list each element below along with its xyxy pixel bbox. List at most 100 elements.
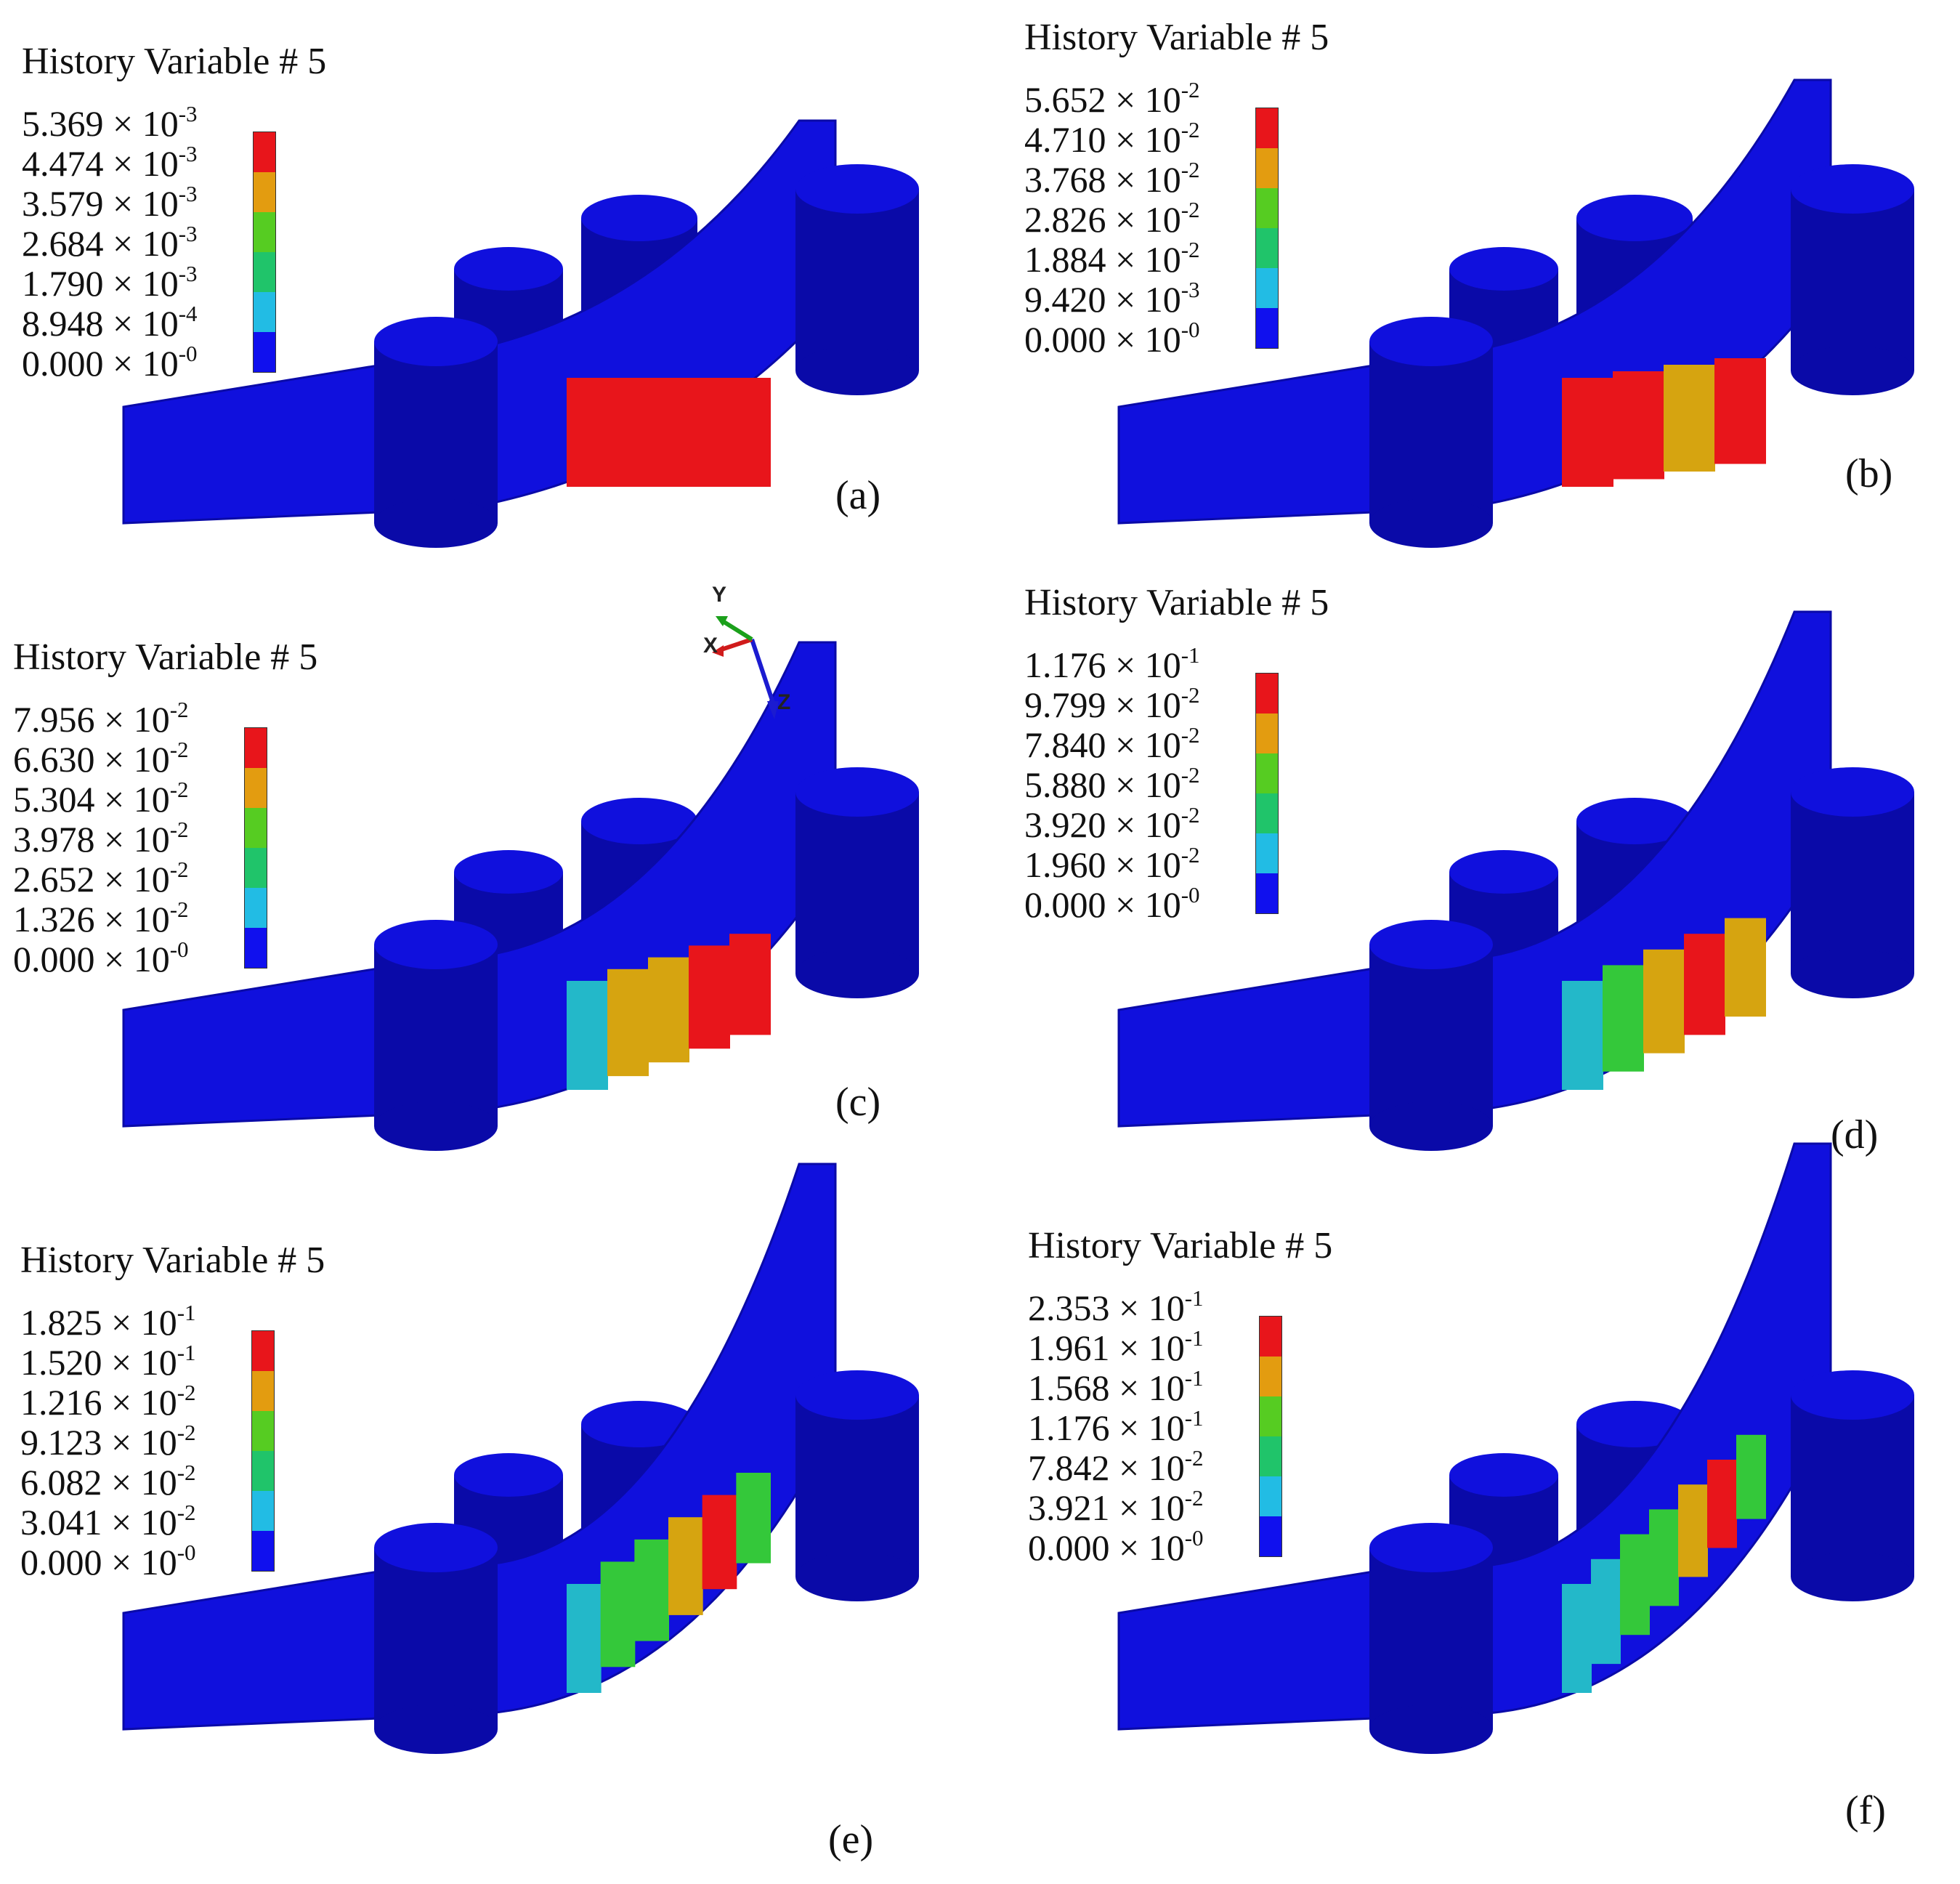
axis-y-label: Y <box>712 583 727 607</box>
legend-title: History Variable # 5 <box>1024 17 1329 58</box>
tick-exponent: -2 <box>1181 802 1200 828</box>
legend-tick-label: 8.948 × 10-4 <box>22 302 198 341</box>
legend-tick-label: 2.353 × 10-1 <box>1028 1287 1204 1326</box>
legend-tick-label: 0.000 × 10-0 <box>20 1541 196 1580</box>
tick-mantissa: 9.799 × 10 <box>1024 684 1181 725</box>
tick-mantissa: 0.000 × 10 <box>13 939 170 979</box>
stress-band <box>1684 934 1725 1035</box>
tick-mantissa: 3.768 × 10 <box>1024 159 1181 200</box>
colorbar-segment <box>245 848 267 888</box>
legend-tick-label: 7.840 × 10-2 <box>1024 724 1200 763</box>
panel-label-f: (f) <box>1845 1788 1886 1833</box>
tick-exponent: -2 <box>1181 117 1200 142</box>
tick-exponent: -1 <box>1184 1405 1204 1431</box>
stress-band <box>1620 1534 1650 1636</box>
colorbar <box>253 132 276 373</box>
stress-band <box>600 1561 636 1667</box>
colorbar-segment <box>1256 713 1278 753</box>
colorbar <box>1255 108 1279 349</box>
tick-exponent: -2 <box>1181 77 1200 102</box>
legend-tick-label: 3.579 × 10-3 <box>22 182 198 222</box>
tick-mantissa: 5.880 × 10 <box>1024 764 1181 805</box>
tick-mantissa: 2.652 × 10 <box>13 859 170 899</box>
panel-label-b: (b) <box>1845 451 1893 496</box>
tick-exponent: -2 <box>169 897 189 922</box>
tick-exponent: -1 <box>1184 1365 1204 1391</box>
tick-exponent: -3 <box>178 261 198 286</box>
legend-tick-label: 0.000 × 10-0 <box>1024 884 1200 923</box>
colorbar-segment <box>1256 228 1278 268</box>
tick-exponent: -0 <box>177 1540 196 1565</box>
tick-mantissa: 1.216 × 10 <box>20 1382 177 1423</box>
axis-triad: Y X Z <box>697 581 799 727</box>
tick-mantissa: 5.304 × 10 <box>13 779 170 820</box>
colorbar-segment <box>252 1451 274 1491</box>
legend-title: History Variable # 5 <box>20 1240 325 1281</box>
tick-mantissa: 9.123 × 10 <box>20 1422 177 1463</box>
legend-tick-label: 7.842 × 10-2 <box>1028 1447 1204 1486</box>
legend-tick-label: 1.176 × 10-1 <box>1028 1407 1204 1446</box>
legend-tick-label: 0.000 × 10-0 <box>1024 318 1200 357</box>
fe-model-d <box>1117 610 1914 1151</box>
legend-tick-label: 1.825 × 10-1 <box>20 1301 196 1341</box>
legend-tick-label: 3.921 × 10-2 <box>1028 1487 1204 1526</box>
stress-band <box>567 1584 602 1693</box>
colorbar-segment <box>1260 1317 1281 1357</box>
tick-exponent: -2 <box>169 817 189 842</box>
colorbar-segment <box>252 1531 274 1571</box>
legend-tick-label: 1.326 × 10-2 <box>13 898 189 937</box>
tick-exponent: -2 <box>1181 682 1200 708</box>
tick-exponent: -3 <box>1181 277 1200 302</box>
tick-mantissa: 7.840 × 10 <box>1024 724 1181 765</box>
panel-label-d: (d) <box>1831 1112 1879 1157</box>
legend-tick-label: 1.176 × 10-1 <box>1024 644 1200 683</box>
stress-band <box>1707 1460 1737 1548</box>
colorbar <box>1255 673 1279 914</box>
legend-title: History Variable # 5 <box>1024 582 1329 623</box>
tick-mantissa: 3.978 × 10 <box>13 819 170 860</box>
legend-tick-label: 1.961 × 10-1 <box>1028 1327 1204 1366</box>
tick-mantissa: 1.884 × 10 <box>1024 239 1181 280</box>
legend-tick-label: 2.652 × 10-2 <box>13 858 189 897</box>
tick-exponent: -1 <box>177 1300 196 1325</box>
colorbar-segment <box>1256 793 1278 833</box>
tick-mantissa: 2.826 × 10 <box>1024 199 1181 240</box>
tick-mantissa: 2.684 × 10 <box>22 223 179 264</box>
colorbar-segment <box>254 292 275 332</box>
colorbar-segment <box>254 332 275 372</box>
legend-tick-label: 3.978 × 10-2 <box>13 818 189 857</box>
fe-model-a <box>122 119 919 548</box>
stress-band <box>567 378 771 487</box>
tick-mantissa: 7.956 × 10 <box>13 699 170 740</box>
tick-mantissa: 3.579 × 10 <box>22 183 179 224</box>
tick-mantissa: 0.000 × 10 <box>22 343 179 384</box>
fe-model-c <box>122 641 919 1151</box>
tick-mantissa: 1.176 × 10 <box>1028 1407 1185 1448</box>
tick-exponent: -2 <box>169 737 189 762</box>
stress-band <box>702 1495 737 1590</box>
stress-band <box>1664 365 1715 472</box>
tick-exponent: -2 <box>1184 1485 1204 1511</box>
tick-mantissa: 0.000 × 10 <box>1028 1527 1185 1568</box>
legend-title: History Variable # 5 <box>13 636 318 678</box>
axis-z-label: Z <box>777 690 791 714</box>
tick-exponent: -2 <box>169 857 189 882</box>
stress-band <box>1643 949 1685 1054</box>
colorbar-segment <box>254 212 275 252</box>
tick-exponent: -0 <box>178 341 198 366</box>
tick-exponent: -0 <box>1181 317 1200 342</box>
stress-band <box>1613 371 1664 480</box>
legend-tick-label: 0.000 × 10-0 <box>22 342 198 381</box>
tick-exponent: -3 <box>178 101 198 126</box>
tick-exponent: -2 <box>177 1460 196 1485</box>
tick-exponent: -2 <box>1181 157 1200 182</box>
colorbar <box>251 1330 275 1572</box>
panel-label-a: (a) <box>835 473 881 518</box>
legend-tick-label: 2.684 × 10-3 <box>22 222 198 262</box>
tick-exponent: -2 <box>169 777 189 802</box>
tick-exponent: -2 <box>1181 762 1200 788</box>
stress-band <box>1678 1484 1708 1577</box>
legend-tick-label: 3.041 × 10-2 <box>20 1501 196 1540</box>
